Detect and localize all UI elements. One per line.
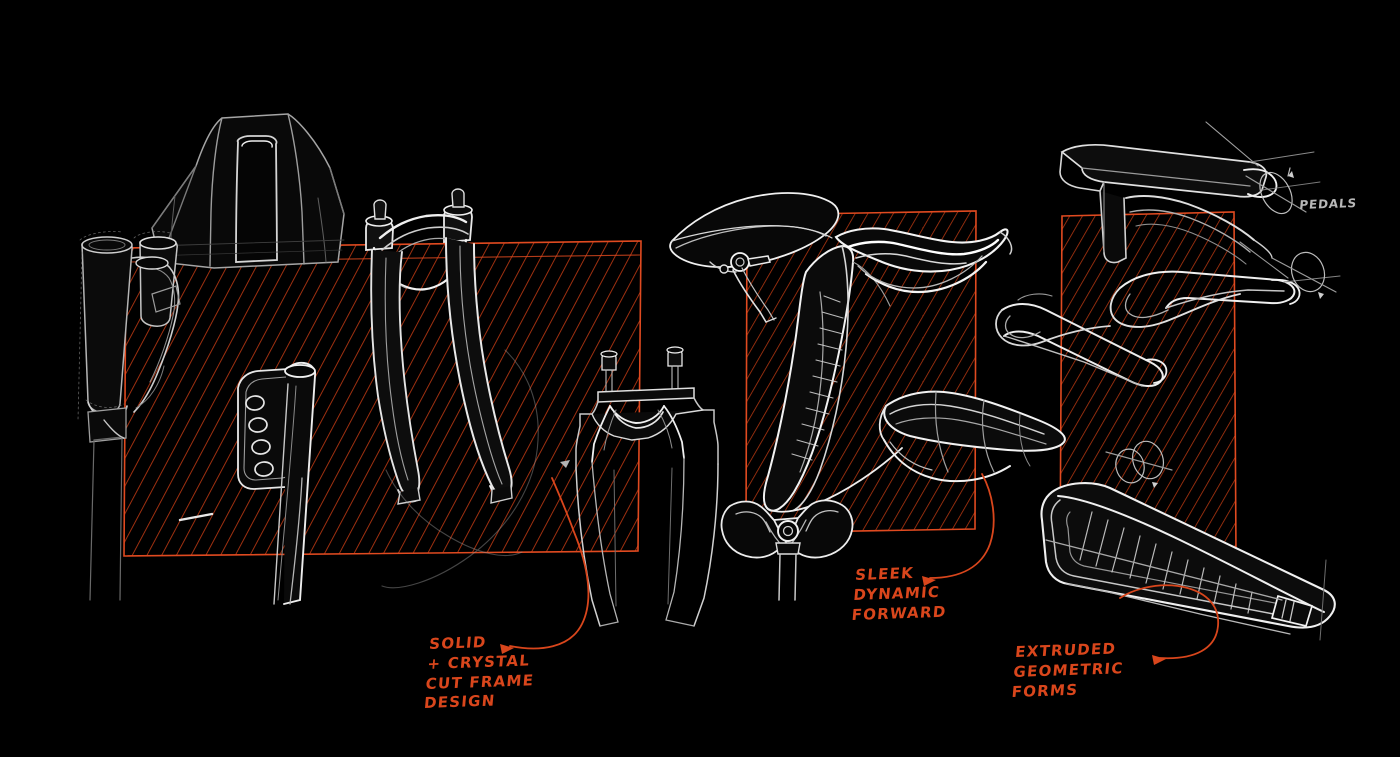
sketch-suspension-fork bbox=[365, 188, 539, 589]
leader-sleek-dynamic bbox=[929, 473, 995, 579]
arrowhead-solid-crystal bbox=[500, 644, 514, 654]
sketch-rigid-fork-front bbox=[575, 346, 719, 627]
sketch-head-tube-stack bbox=[77, 231, 181, 601]
tick-mark bbox=[178, 512, 214, 522]
arrowhead-extruded-geometric bbox=[1152, 655, 1166, 665]
sketch-frame-yoke bbox=[149, 113, 345, 269]
caret-marker bbox=[560, 460, 570, 468]
sketch-saddle-topview bbox=[834, 227, 1013, 294]
rotation-arrow-pedal-c bbox=[1105, 440, 1173, 488]
sketch-saddle-rear bbox=[720, 499, 854, 601]
sketch-saddle-profile bbox=[669, 192, 840, 323]
rotation-arrows bbox=[178, 167, 1337, 522]
sketch-pedal-platform-a bbox=[1059, 121, 1321, 265]
sketch-saddle-perspective bbox=[762, 244, 903, 513]
leader-solid-crystal bbox=[509, 477, 590, 650]
sketch-pedal-platform-c bbox=[995, 293, 1168, 387]
rotation-arrow-pedals-top bbox=[1245, 167, 1307, 215]
arrowhead-sleek-dynamic bbox=[922, 576, 936, 586]
sketch-saddle-faceted bbox=[878, 390, 1066, 483]
rotation-arrow-pedals-mid bbox=[1271, 251, 1337, 299]
leader-extruded-geometric bbox=[1119, 584, 1219, 660]
rotation-arrow-wedge bbox=[1115, 448, 1145, 484]
sketch-extruded-wedge bbox=[1040, 482, 1336, 641]
sketch-seatpost-cutouts bbox=[237, 361, 317, 605]
